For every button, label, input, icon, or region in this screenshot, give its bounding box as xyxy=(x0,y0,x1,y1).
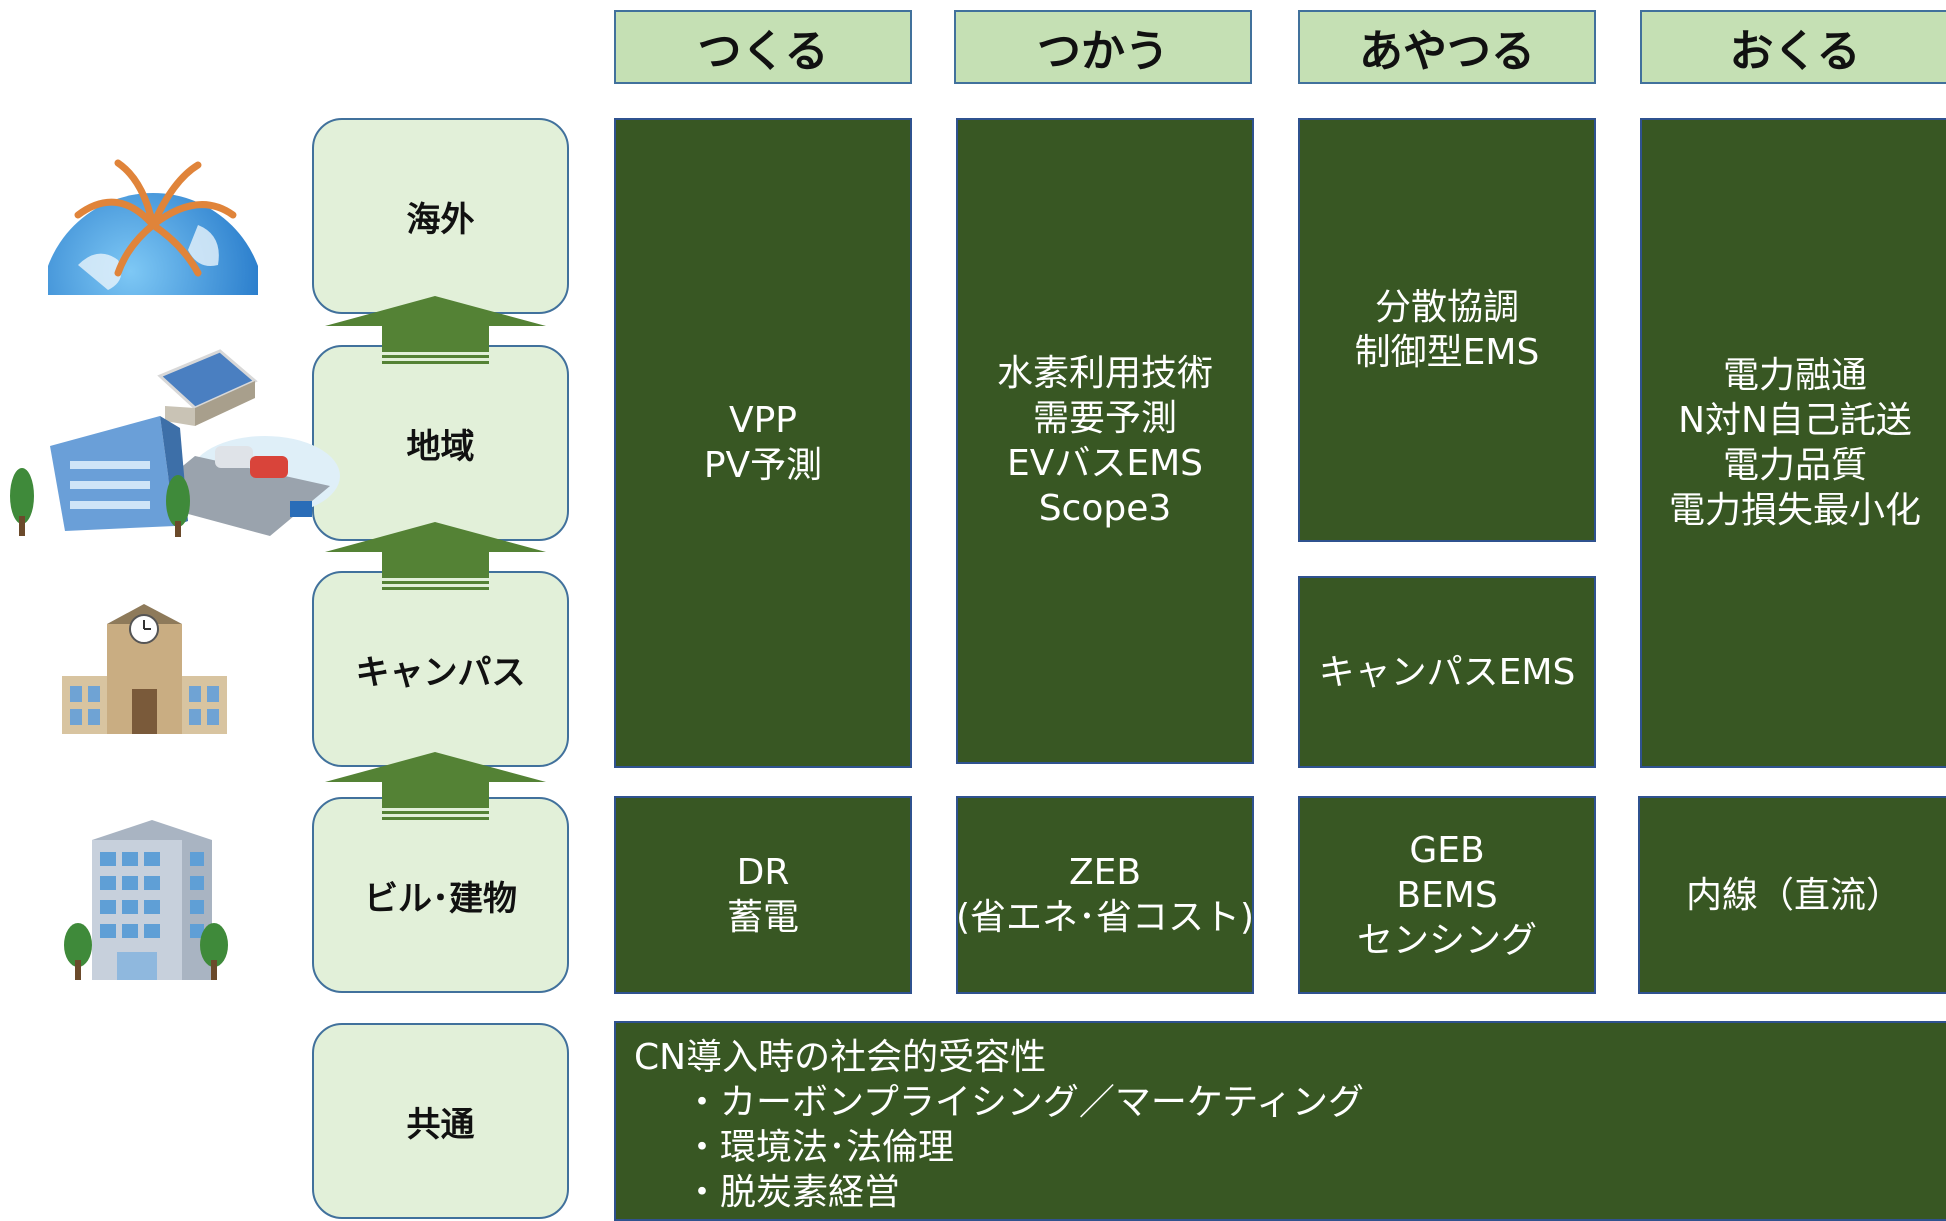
region-icon xyxy=(10,349,340,537)
up-arrow-icon xyxy=(325,522,546,590)
cell-ayatsuru-campus: キャンパスEMS xyxy=(1298,576,1596,768)
common-item: ・脱炭素経営 xyxy=(684,1172,901,1213)
level-common: 共通 xyxy=(312,1023,569,1219)
cell-ayatsuru-upper: 分散協調制御型EMS xyxy=(1298,118,1596,542)
common-title: CN導入時の社会的受容性 xyxy=(634,1037,1047,1078)
common-row: CN導入時の社会的受容性 ・カーボンプライシング／マーケティング ・環境法･法倫… xyxy=(614,1021,1946,1221)
common-item: ・カーボンプライシング／マーケティング xyxy=(684,1082,1365,1123)
globe-icon xyxy=(48,159,258,295)
building-icon xyxy=(64,820,228,980)
column-header-okuru: おくる xyxy=(1640,10,1946,84)
common-item: ・環境法･法倫理 xyxy=(684,1127,955,1168)
level-overseas: 海外 xyxy=(312,118,569,314)
column-header-tsukau: つかう xyxy=(954,10,1252,84)
cell-okuru-building: 内線（直流） xyxy=(1638,796,1946,994)
up-arrow-icon xyxy=(325,752,546,820)
level-building: ビル･建物 xyxy=(312,797,569,993)
up-arrow-icon xyxy=(325,296,546,364)
level-region: 地域 xyxy=(312,345,569,541)
cell-tsukau-building: ZEB(省エネ･省コスト) xyxy=(956,796,1254,994)
level-campus: キャンパス xyxy=(312,571,569,767)
column-header-tsukuru: つくる xyxy=(614,10,912,84)
campus-icon xyxy=(62,604,227,734)
column-header-ayatsuru: あやつる xyxy=(1298,10,1596,84)
